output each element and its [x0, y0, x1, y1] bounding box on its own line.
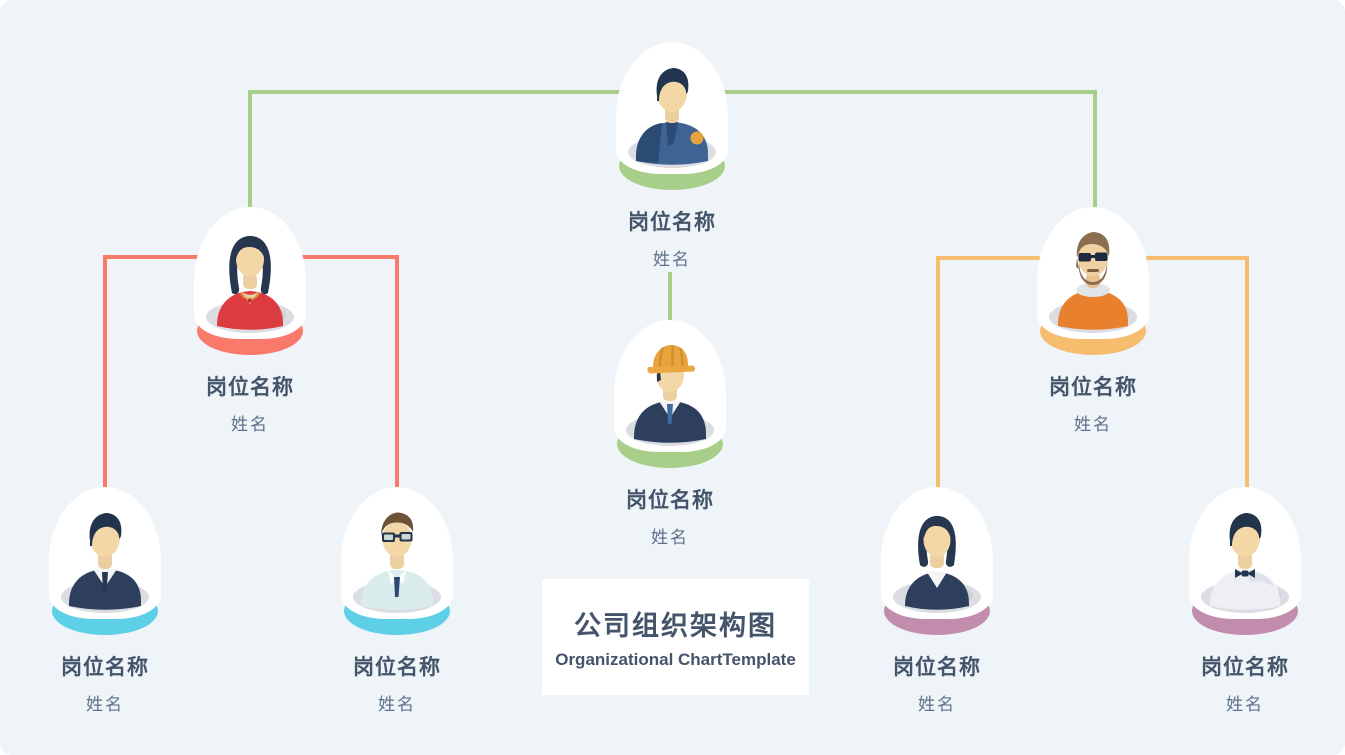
avatar-capsule — [614, 320, 726, 468]
connector-orange-vertical-2 — [1245, 256, 1249, 489]
org-node-staff-1[interactable]: 岗位名称 姓名 — [25, 487, 185, 715]
node-person-name: 姓名 — [918, 695, 956, 714]
title-card: 公司组织架构图 Organizational ChartTemplate — [542, 579, 809, 695]
capsule-dome — [341, 487, 453, 619]
node-person-name: 姓名 — [1226, 695, 1264, 714]
org-node-center-manager[interactable]: 岗位名称 姓名 — [590, 320, 750, 548]
suit-man-icon — [61, 513, 149, 613]
avatar-capsule — [616, 42, 728, 190]
node-position-title: 岗位名称 — [61, 656, 149, 679]
connector-orange-vertical-1 — [936, 256, 940, 489]
capsule-dome — [49, 487, 161, 619]
connector-green-vertical-right — [1093, 90, 1097, 209]
org-node-staff-4[interactable]: 岗位名称 姓名 — [1165, 487, 1325, 715]
construction-worker-icon — [626, 345, 714, 446]
node-position-title: 岗位名称 — [626, 489, 714, 512]
connector-green-vertical-center — [668, 272, 672, 322]
capsule-dome — [881, 487, 993, 619]
node-person-name: 姓名 — [1074, 415, 1112, 434]
org-node-left-manager[interactable]: 岗位名称 姓名 — [170, 207, 330, 435]
node-person-name: 姓名 — [378, 695, 416, 714]
chart-subtitle: Organizational ChartTemplate — [555, 650, 796, 669]
connector-red-vertical-1 — [103, 255, 107, 489]
node-position-title: 岗位名称 — [628, 211, 716, 234]
avatar-capsule — [1037, 207, 1149, 355]
node-person-name: 姓名 — [231, 415, 269, 434]
node-person-name: 姓名 — [86, 695, 124, 714]
org-node-root[interactable]: 岗位名称 姓名 — [592, 42, 752, 270]
police-officer-icon — [628, 68, 716, 168]
avatar-capsule — [1189, 487, 1301, 635]
capsule-dome — [194, 207, 306, 339]
capsule-dome — [616, 42, 728, 174]
connector-red-vertical-2 — [395, 255, 399, 489]
node-position-title: 岗位名称 — [353, 656, 441, 679]
node-position-title: 岗位名称 — [893, 656, 981, 679]
node-person-name: 姓名 — [653, 250, 691, 269]
woman-red-top-icon — [206, 236, 294, 333]
capsule-dome — [1189, 487, 1301, 619]
org-node-staff-3[interactable]: 岗位名称 姓名 — [857, 487, 1017, 715]
bob-woman-icon — [893, 516, 981, 613]
node-position-title: 岗位名称 — [1049, 376, 1137, 399]
capsule-dome — [1037, 207, 1149, 339]
org-node-right-manager[interactable]: 岗位名称 姓名 — [1013, 207, 1173, 435]
glasses-man-icon — [353, 512, 441, 613]
connector-green-vertical-left — [248, 90, 252, 209]
node-position-title: 岗位名称 — [1201, 656, 1289, 679]
sunglasses-man-icon — [1049, 232, 1137, 333]
avatar-capsule — [194, 207, 306, 355]
capsule-dome — [614, 320, 726, 452]
avatar-capsule — [341, 487, 453, 635]
node-person-name: 姓名 — [651, 528, 689, 547]
node-position-title: 岗位名称 — [206, 376, 294, 399]
org-node-staff-2[interactable]: 岗位名称 姓名 — [317, 487, 477, 715]
chart-title: 公司组织架构图 — [574, 611, 777, 641]
avatar-capsule — [881, 487, 993, 635]
avatar-capsule — [49, 487, 161, 635]
bowtie-man-icon — [1201, 513, 1289, 613]
